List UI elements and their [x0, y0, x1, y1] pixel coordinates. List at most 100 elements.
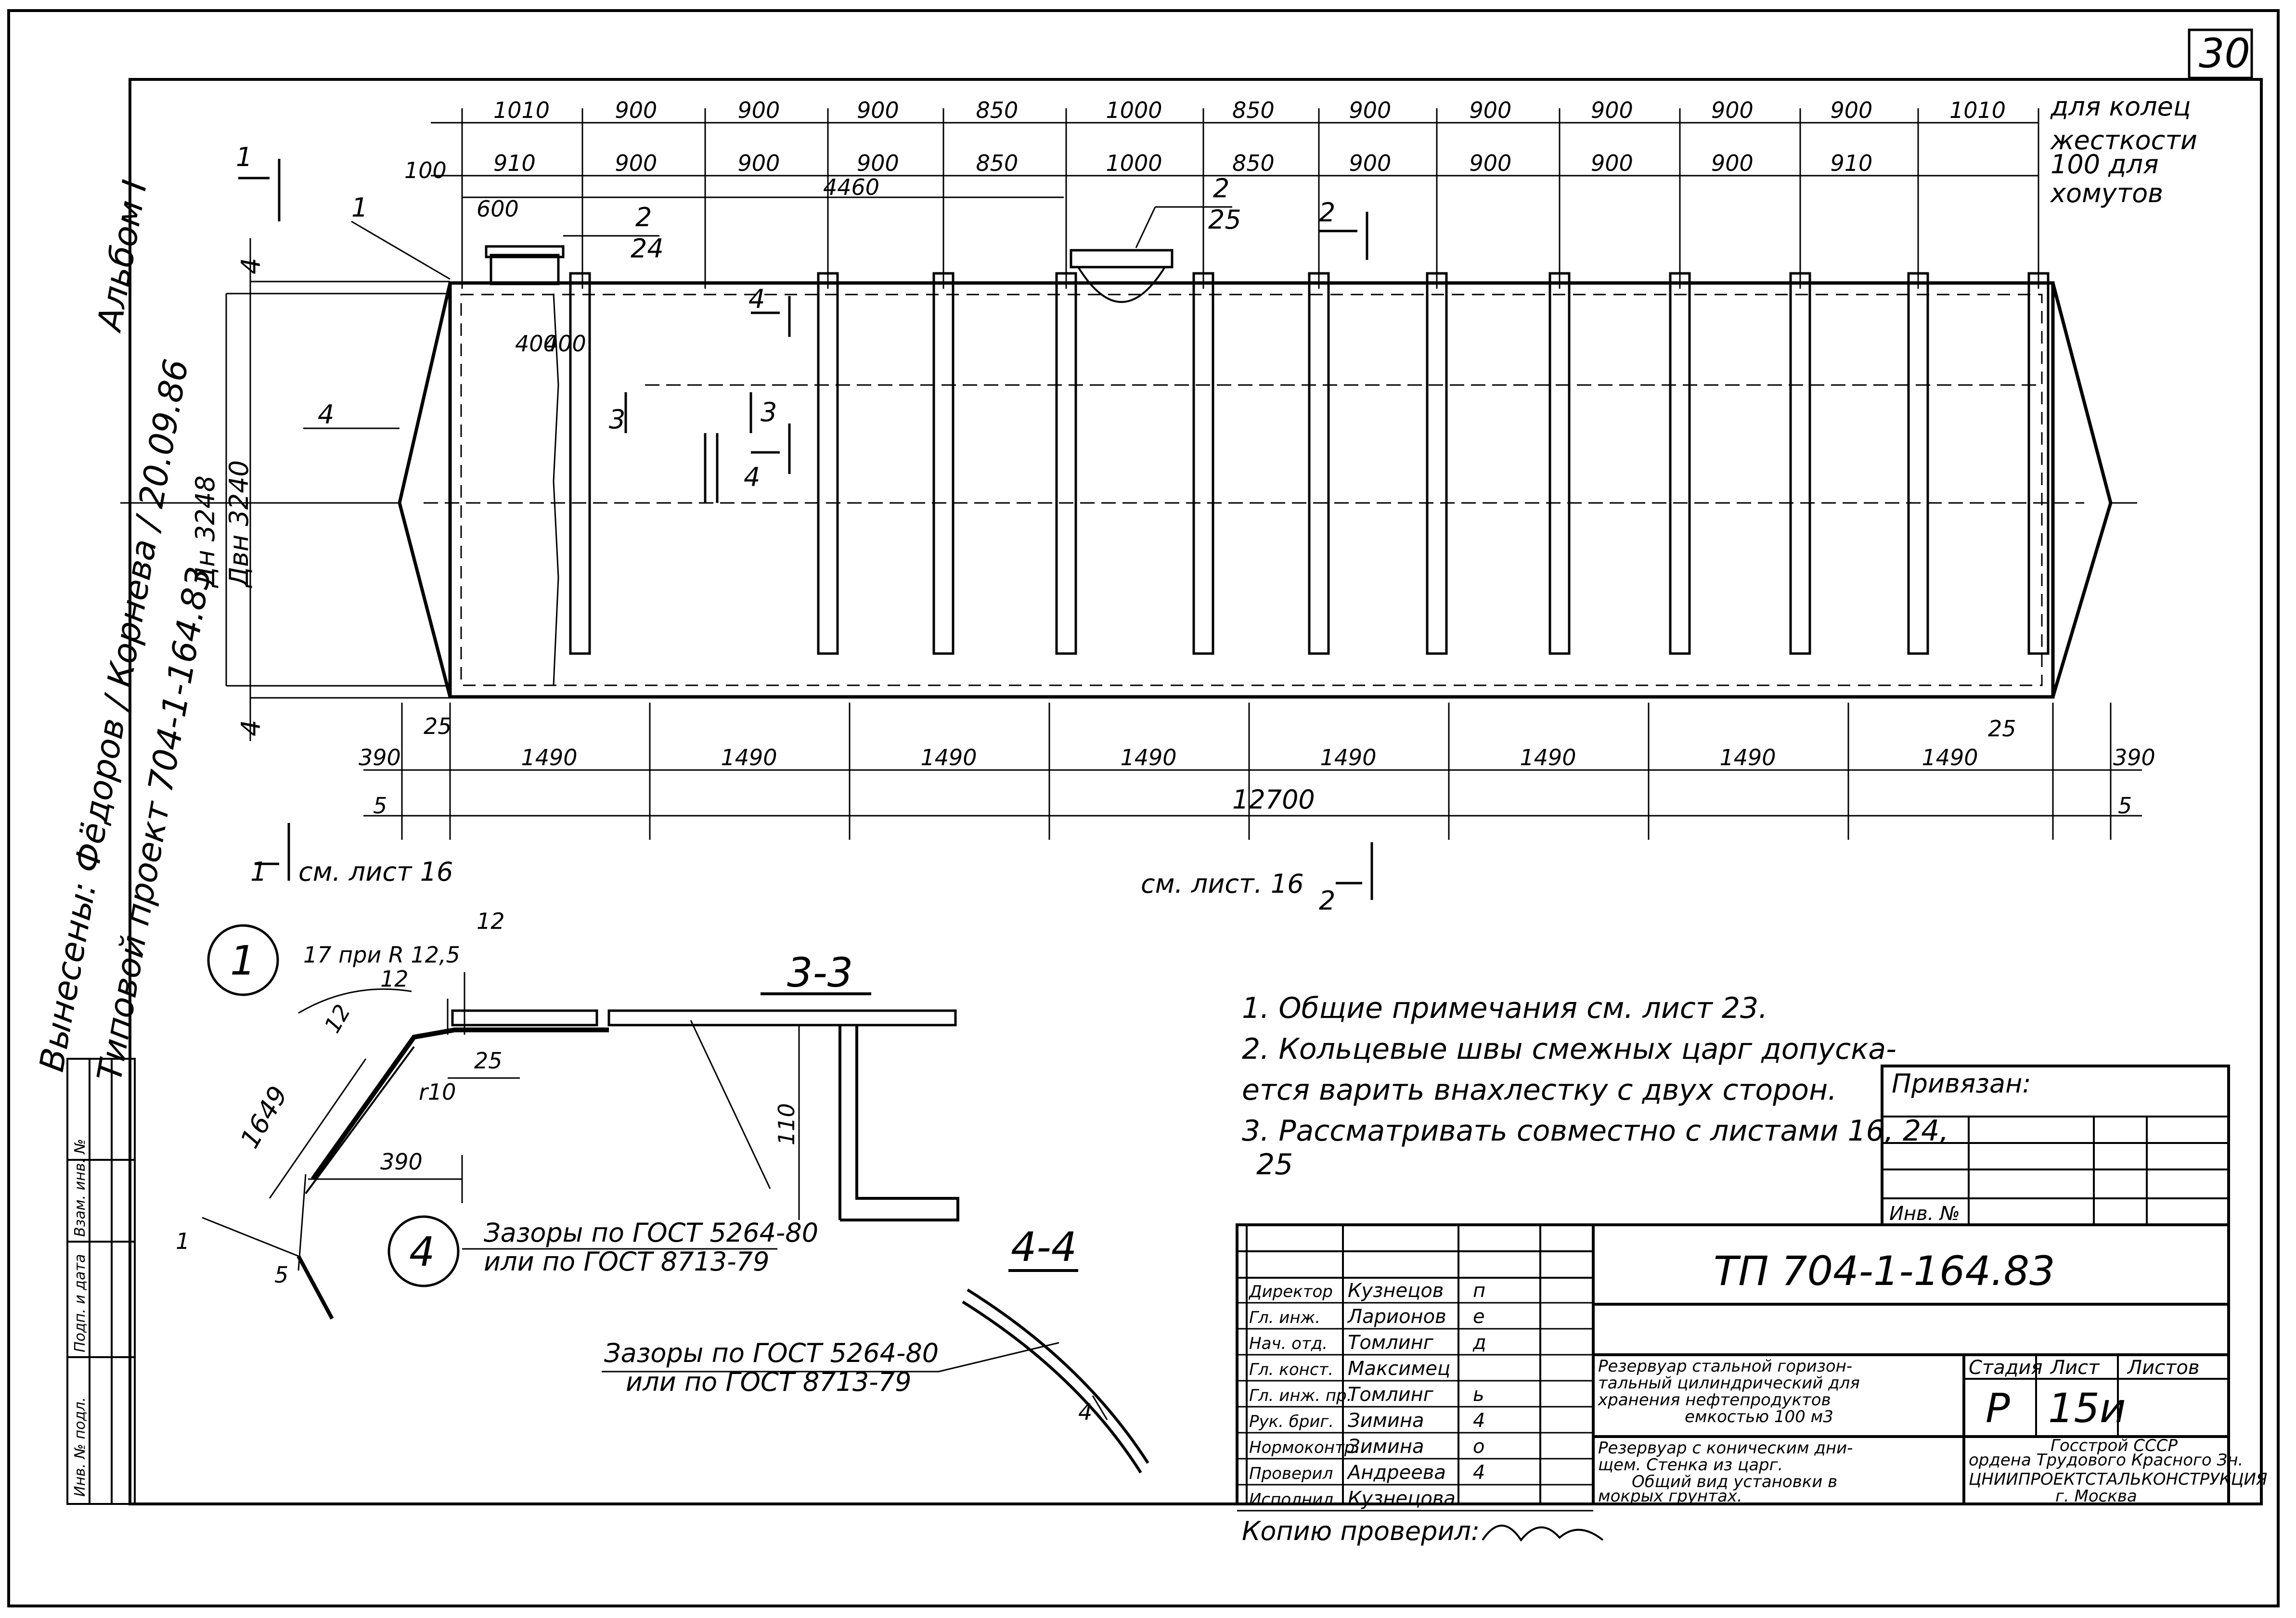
dim-top-row1-label: 1010	[493, 97, 550, 123]
dim-bottom-label: 1490	[1520, 745, 1576, 770]
stiffener-rings	[569, 272, 2050, 655]
svg-text:тальный цилиндрический для: тальный цилиндрический для	[1598, 1374, 1860, 1393]
tb-signature: д	[1472, 1332, 1486, 1354]
section-4-4-title: 4-4	[1011, 1223, 1077, 1271]
dim-bottom-label: 1490	[1320, 745, 1377, 770]
dim-top-row1-label: 900	[1470, 97, 1512, 123]
dim-top-row1-label: 900	[1831, 97, 1873, 123]
dim-5-left: 5	[373, 793, 387, 819]
tb-org-3: ЦНИИПРОЕКТСТАЛЬКОНСТРУКЦИЯ	[1969, 1470, 2268, 1489]
general-notes: 1. Общие примечания см. лист 23.2. Кольц…	[1242, 991, 1948, 1181]
gap-top: 4	[236, 258, 266, 274]
stiffener-ring	[1308, 272, 1330, 655]
dim-top-row1-label: 900	[738, 97, 780, 123]
section-4-4-dim-4: 4	[1078, 1399, 1092, 1425]
detail-1-radius-note: 17 при R 12,5	[303, 942, 460, 968]
tb-signature: ь	[1473, 1384, 1484, 1406]
end-390-left: 390	[359, 745, 401, 770]
tb-sheet-header: Лист	[2050, 1357, 2100, 1379]
tb-sheet-value: 15и	[2048, 1385, 2126, 1432]
dim-100: 100	[404, 157, 447, 183]
general-note-line: 2. Кольцевые швы смежных царг допуска-	[1242, 1032, 1896, 1066]
detail-1-dim-r10: r10	[419, 1079, 456, 1105]
stiffener-ring	[1907, 272, 1929, 655]
dim-bottom-label: 1490	[1121, 745, 1177, 770]
tb-name: Зимина	[1348, 1436, 1424, 1458]
detail-1-mark-5: 5	[274, 1262, 288, 1288]
svg-text:мокрых грунтах.: мокрых грунтах.	[1598, 1487, 1742, 1506]
stiffener-ring	[1055, 272, 1077, 655]
pos-4-label: 4	[318, 399, 334, 430]
sheet-frames	[7, 9, 2280, 1607]
dim-top-row2-label: 1000	[1106, 150, 1162, 176]
top-dimension-lines	[431, 122, 2038, 198]
dim-top-row1-label: 900	[615, 97, 658, 123]
detail-4-circle-label: 4	[409, 1228, 435, 1275]
tb-name: Ларионов	[1347, 1306, 1446, 1328]
section-1-mark: 1	[236, 142, 252, 172]
svg-text:Резервуар стальной горизон-: Резервуар стальной горизон-	[1598, 1357, 1852, 1376]
pos-2-25-top: 2	[1213, 173, 1229, 204]
tb-name: Томлинг	[1348, 1332, 1434, 1354]
tb-role: Нач. отд.	[1249, 1334, 1328, 1353]
dim-top-note-2: жесткости	[2050, 125, 2197, 155]
tb-role: Исполнил	[1249, 1490, 1333, 1509]
dim-top-row1-label: 900	[1349, 97, 1392, 123]
detail-1-dim-12b: 12	[380, 966, 409, 992]
section-2-mark: 2	[1319, 197, 1335, 228]
diameter-inner: Двн 3240	[224, 460, 254, 588]
tb-name: Кузнецов	[1348, 1280, 1444, 1302]
gap-bottom: 4	[236, 720, 266, 736]
dim-bottom-label: 1490	[721, 745, 777, 770]
tb-role: Проверил	[1249, 1464, 1333, 1483]
dim-top-row1-label: 1010	[1949, 97, 2006, 123]
section-3-right-mark: 3	[761, 397, 777, 427]
tb-sheets-header: Листов	[2127, 1357, 2199, 1379]
svg-text:Инв. № подл.: Инв. № подл.	[72, 1397, 89, 1497]
section-3-3-dim-110: 110	[774, 1103, 800, 1145]
dim-top-note-4: хомутов	[2050, 178, 2163, 208]
tb-signature: п	[1473, 1280, 1485, 1302]
stiffener-ring	[817, 272, 839, 655]
cut-2-reference: см. лист. 16	[1141, 869, 1304, 899]
dim-4460: 4460	[823, 174, 879, 200]
svg-text:Общий вид установки в: Общий вид установки в	[1632, 1472, 1837, 1491]
detail-1-dim-1649: 1649	[234, 1081, 294, 1154]
dim-top-row2-label: 900	[1349, 150, 1392, 176]
dim-400-a: 400	[515, 331, 557, 357]
tb-role: Рук. бриг.	[1249, 1412, 1334, 1431]
tb-signature: о	[1473, 1436, 1484, 1458]
copy-checked-label: Копию проверил:	[1242, 1516, 1480, 1546]
dim-top-row2-label: 900	[738, 150, 780, 176]
cut-1-label: 1	[250, 857, 267, 887]
tb-document-code: ТП 704-1-164.83	[1714, 1247, 2055, 1295]
tb-org-2: ордена Трудового Красного Зн.	[1969, 1451, 2243, 1470]
dim-top-note-1: для колец	[2050, 91, 2191, 122]
dim-top-row2-label: 900	[1711, 150, 1754, 176]
tb-name: Томлинг	[1348, 1384, 1434, 1406]
dim-5-right: 5	[2118, 793, 2132, 819]
tb-description-1: Резервуар стальной горизон- тальный цили…	[1598, 1357, 1860, 1426]
cut-1-reference: см. лист 16	[298, 857, 453, 887]
tb-role: Гл. конст.	[1249, 1360, 1333, 1379]
vertical-cell-labels: Инв. № подл. Подп. и дата Взам. инв. №	[72, 1139, 89, 1497]
pos-2-24-top: 2	[635, 202, 652, 232]
section-3-left-mark: 3	[609, 404, 625, 435]
tb-role: Гл. инж. пр.	[1249, 1386, 1352, 1405]
tb-role: Директор	[1248, 1282, 1333, 1301]
dim-top-row1-label: 850	[976, 97, 1019, 123]
section-4-4-gost-2: или по ГОСТ 8713-79	[626, 1367, 911, 1397]
dim-25-right: 25	[1988, 716, 2016, 742]
svg-text:Подп. и дата: Подп. и дата	[72, 1254, 89, 1352]
general-note-line: 25	[1256, 1148, 1293, 1181]
svg-text:емкостью 100 м3: емкостью 100 м3	[1685, 1407, 1833, 1426]
stiffener-ring	[569, 272, 591, 655]
tb-name: Максимец	[1348, 1358, 1450, 1380]
dim-top-row1-label: 900	[1711, 97, 1754, 123]
svg-text:Резервуар с коническим дни-: Резервуар с коническим дни-	[1598, 1438, 1853, 1458]
tb-description-2: Резервуар с коническим дни- щем. Стенка …	[1598, 1438, 1853, 1506]
pos-2-24-bot: 24	[631, 233, 664, 264]
svg-text:щем. Стенка из царг.: щем. Стенка из царг.	[1598, 1455, 1783, 1475]
